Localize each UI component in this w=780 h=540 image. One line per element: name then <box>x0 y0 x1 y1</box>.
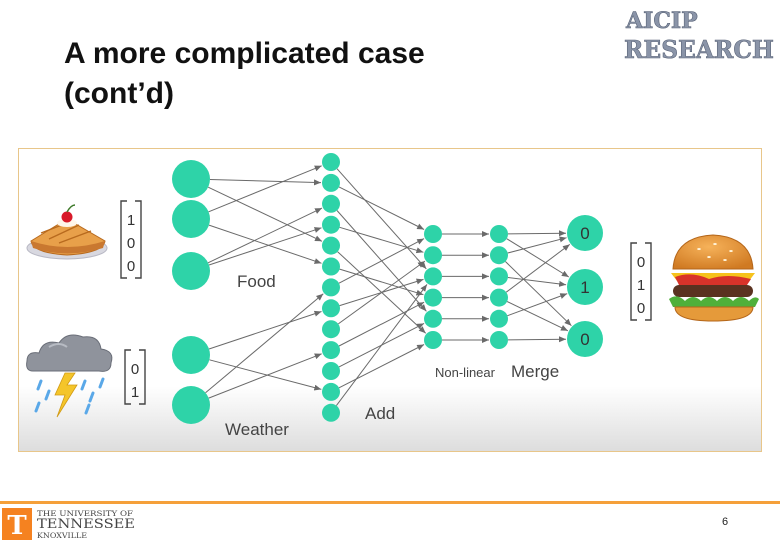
weather-input-node <box>172 386 210 424</box>
network-edge-arrow <box>208 310 322 350</box>
slide-title-line-2: (cont’d) <box>64 77 174 110</box>
merge-node <box>490 309 508 328</box>
vector-entry: 1 <box>637 277 645 294</box>
network-edge-arrow <box>507 277 567 287</box>
network-edge-arrow <box>507 236 567 254</box>
page-number: 6 <box>721 516 729 528</box>
network-edge-arrow <box>338 238 425 284</box>
network-edge-arrow <box>205 293 324 394</box>
network-edge-arrow <box>209 179 322 186</box>
network-edge-arrow <box>338 344 425 389</box>
add-layer-node <box>322 236 340 255</box>
non-linear-label: Non-linear <box>435 365 496 380</box>
network-edge-arrow <box>507 230 567 237</box>
non-linear-node <box>424 288 442 307</box>
food-input-node <box>172 252 210 290</box>
vector-entry: 0 <box>127 235 135 252</box>
add-layer-node <box>322 320 340 339</box>
hamburger-image <box>669 234 759 322</box>
result-one-hot-vector: 0 1 0 <box>630 242 652 321</box>
merge-node <box>490 267 508 286</box>
network-edge-arrow <box>339 268 424 296</box>
network-edge-arrow <box>207 186 323 242</box>
merge-node <box>490 288 508 307</box>
non-linear-node <box>424 246 442 265</box>
network-edge-arrow <box>338 301 425 347</box>
add-layer-node <box>322 341 340 360</box>
add-layer-node <box>322 215 340 234</box>
vector-entry: 0 <box>131 361 139 378</box>
add-layer-node <box>322 278 340 297</box>
merge-node <box>490 225 508 243</box>
logo-line-2: RESEARCH <box>624 35 774 64</box>
network-edge-arrow <box>505 261 572 327</box>
ut-logo-line-1: THE UNIVERSITY OF <box>37 510 133 518</box>
food-input-node <box>172 200 210 238</box>
output-node-value: 0 <box>580 330 589 349</box>
merge-label: Merge <box>511 362 559 381</box>
merge-node <box>490 246 508 265</box>
vector-entry: 0 <box>637 300 645 317</box>
add-layer-node <box>322 173 340 192</box>
output-node-value: 0 <box>580 224 589 243</box>
non-linear-node <box>424 267 442 286</box>
add-layer-node <box>322 194 340 213</box>
network-edge-arrow <box>209 359 322 391</box>
ut-logo-line-3: KNOXVILLE <box>37 532 87 540</box>
network-edge-arrow <box>338 260 426 325</box>
non-linear-node <box>424 331 442 349</box>
network-edge-arrow <box>208 165 322 213</box>
vector-entry: 0 <box>127 258 135 275</box>
network-edge-arrow <box>505 244 571 293</box>
output-node <box>567 215 603 251</box>
add-layer-node <box>322 382 340 401</box>
vector-entry: 0 <box>637 254 645 271</box>
university-of-tennessee-logo: T THE UNIVERSITY OF TENNESSEE KNOXVILLE <box>2 508 135 540</box>
ut-logo-line-2: TENNESSEE <box>37 517 135 532</box>
aicip-research-logo: AICIP RESEARCH <box>624 8 774 64</box>
network-edge-arrow <box>207 207 323 264</box>
add-label: Add <box>365 404 395 423</box>
vector-entry: 1 <box>131 384 139 401</box>
output-node <box>567 321 603 357</box>
add-layer-node <box>322 299 340 318</box>
network-edge-arrow <box>335 284 428 406</box>
slide-title-line-1: A more complicated case <box>64 37 425 70</box>
vector-entry: 1 <box>127 212 135 229</box>
food-input-node <box>172 160 210 198</box>
slide-title: A more complicated case (cont’d) <box>64 34 584 114</box>
network-edge-arrow <box>208 353 322 399</box>
footer-divider <box>0 501 780 504</box>
storm-cloud-image <box>26 334 113 418</box>
network-edge-arrow <box>339 226 424 254</box>
add-layer-node <box>322 257 340 276</box>
network-edge-arrow <box>506 238 570 278</box>
weather-input-node <box>172 336 210 374</box>
non-linear-node <box>424 309 442 328</box>
network-edge-arrow <box>507 336 567 343</box>
ut-logo-mark: T <box>7 511 27 540</box>
non-linear-node <box>424 225 442 243</box>
network-edge-arrow <box>208 227 322 266</box>
pie-image <box>26 204 108 260</box>
logo-line-1: AICIP <box>625 8 698 34</box>
output-node <box>567 269 603 305</box>
output-node-value: 1 <box>580 278 589 297</box>
add-layer-node <box>322 362 340 380</box>
add-layer-node <box>322 153 340 171</box>
weather-one-hot-vector: 01 <box>124 349 146 405</box>
merge-node <box>490 331 508 349</box>
food-one-hot-vector: 1 0 0 <box>120 200 142 279</box>
network-edge-arrow <box>336 168 427 270</box>
network-edge-arrow <box>208 224 322 264</box>
add-layer-node <box>322 403 340 422</box>
weather-label: Weather <box>225 420 289 439</box>
food-label: Food <box>237 272 276 291</box>
network-edge-arrow <box>507 293 568 317</box>
network-edge-arrow <box>338 186 425 230</box>
network-edge-arrow <box>506 301 569 332</box>
